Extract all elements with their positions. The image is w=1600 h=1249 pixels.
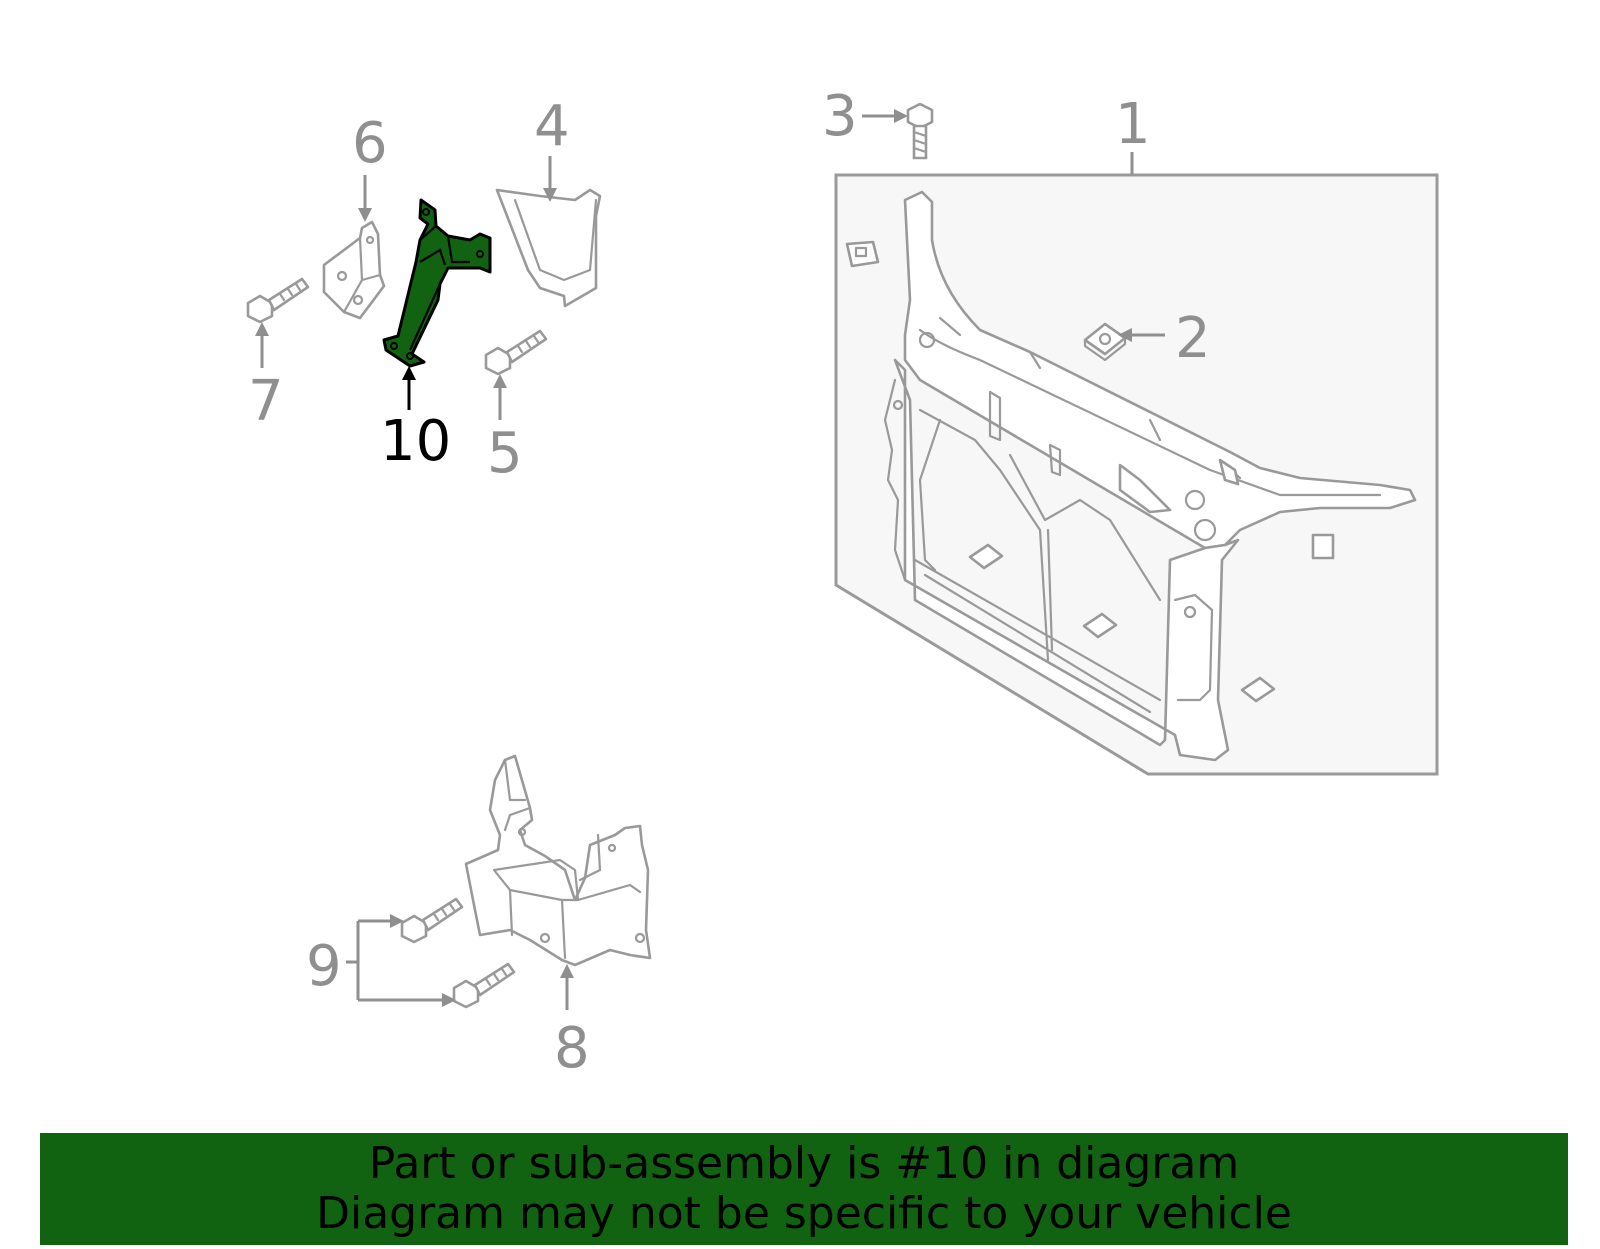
part-6-bracket[interactable] [322, 220, 386, 320]
part-3-bolt[interactable] [906, 102, 934, 160]
part-8-lower-bracket[interactable] [464, 754, 652, 967]
banner-line-disclaimer: Diagram may not be specific to your vehi… [316, 1188, 1292, 1239]
callout-9[interactable]: 9 [306, 934, 342, 999]
callout-10[interactable]: 10 [380, 409, 451, 474]
callout-7[interactable]: 7 [248, 369, 284, 434]
callout-8[interactable]: 8 [554, 1016, 590, 1081]
part-9-bolts[interactable] [400, 897, 516, 1009]
callout-4[interactable]: 4 [534, 94, 570, 159]
part-4-air-guide[interactable] [495, 188, 602, 308]
callout-3[interactable]: 3 [822, 84, 858, 149]
banner-line-part: Part or sub-assembly is #10 in diagram [368, 1138, 1240, 1189]
info-banner: Part or sub-assembly is #10 in diagram D… [40, 1133, 1568, 1245]
callout-1[interactable]: 1 [1115, 92, 1151, 157]
callout-2[interactable]: 2 [1175, 306, 1211, 371]
part-5-bolt[interactable] [484, 329, 548, 376]
part-10-bracket-highlighted[interactable] [382, 198, 492, 368]
part-1-radiator-support[interactable] [834, 173, 1439, 776]
callout-5[interactable]: 5 [487, 421, 523, 486]
part-7-bolt[interactable] [246, 277, 310, 324]
callout-6[interactable]: 6 [352, 111, 388, 176]
